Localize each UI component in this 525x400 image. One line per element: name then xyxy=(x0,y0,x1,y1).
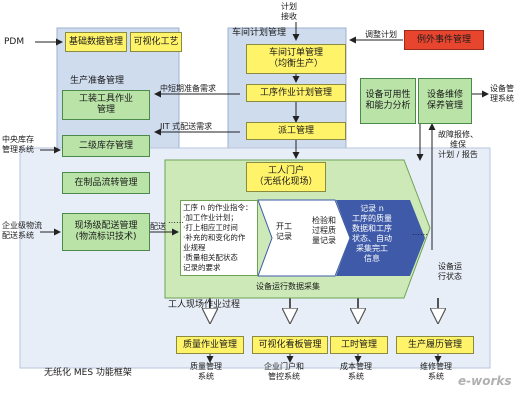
start-record-label: 开工 记录 xyxy=(276,222,292,241)
dots-right: …… xyxy=(412,228,428,237)
demand-label: 中短期准备需求 xyxy=(160,84,216,93)
schedule-plan-label: 调整计划 xyxy=(365,30,397,39)
secondary-stock-box[interactable]: 二级库存管理 xyxy=(62,135,150,157)
visual-process-box[interactable]: 可视化工艺 xyxy=(130,32,182,52)
reliability-box[interactable]: 设备可用性 和能力分析 xyxy=(360,78,416,124)
quality-sys-label: 质量管理 系统 xyxy=(190,362,222,381)
tooling-box[interactable]: 工装工具作业 管理 xyxy=(62,90,150,120)
maintenance-sys-label: 维修管理 系统 xyxy=(420,362,452,381)
jit-label: JIT 式配送需求 xyxy=(160,122,213,131)
equipment-status-label: 设备运 行状态 xyxy=(438,262,462,281)
maintenance-box[interactable]: 设备维修 保养管理 xyxy=(418,78,472,124)
process-arrow-blue xyxy=(336,200,425,276)
process-plan-box[interactable]: 工序作业计划管理 xyxy=(246,84,346,102)
visual-board-box[interactable]: 可视化看板管理 xyxy=(252,336,328,354)
dots-left: …… xyxy=(168,216,184,225)
worker-portal-box[interactable]: 工人门户 （无纸化现场） xyxy=(246,162,326,192)
diagram-title: 无纸化 MES 功能框架 xyxy=(44,368,132,378)
task-instruction-box: 工序 n 的作业指令： ·加工作业计划； ·打上相应工时间 ·补充的和变化的作 … xyxy=(180,200,258,276)
exception-mgmt-box[interactable]: 例外事件管理 xyxy=(404,30,484,50)
basic-data-box[interactable]: 基础数据管理 xyxy=(65,32,127,52)
process-record-label: 记录 n 工序的质量 数据和工序 状态、自动 采集完工 信息 xyxy=(352,204,392,263)
quality-box[interactable]: 质量作业管理 xyxy=(176,336,244,354)
delivery-label: 配送 xyxy=(150,222,166,231)
history-box[interactable]: 生产履历管理 xyxy=(396,336,474,354)
mid-library-label: 中央库存 管理系统 xyxy=(2,135,34,154)
hours-box[interactable]: 工时管理 xyxy=(330,336,388,354)
plan-receive-label: 计划 接收 xyxy=(281,2,297,21)
process-label: 工人现场作业过程 xyxy=(168,300,241,310)
equipment-data-label: 设备运行数据采集 xyxy=(256,282,320,291)
cost-sys-label: 成本管理 系统 xyxy=(340,362,372,381)
wip-box[interactable]: 在制品流转管理 xyxy=(62,172,150,194)
equip-mgmt-system-label: 设备管 理系统 xyxy=(490,84,514,103)
production-prep-title: 生产准备管理 xyxy=(70,76,125,86)
process-arrow xyxy=(257,199,351,277)
pdm-label: PDM xyxy=(4,37,25,47)
dispatch-box[interactable]: 派工管理 xyxy=(246,122,346,140)
failure-report-label: 故障报修、 维保 计划 / 报告 xyxy=(438,130,478,159)
workshop-title: 车间计划管理 xyxy=(232,28,287,38)
enterprise-sys-label: 企业门户和 管控系统 xyxy=(264,362,304,381)
onsite-delivery-box[interactable]: 现场级配送管理 (物流标识技术) xyxy=(62,213,150,251)
quality-check-label: 检验和 过程质 量记录 xyxy=(312,216,336,245)
enterprise-material-label: 企业级物流 配送系统 xyxy=(2,221,42,240)
watermark: e-works xyxy=(458,374,512,388)
workshop-order-box[interactable]: 车间订单管理 （均衡生产） xyxy=(246,44,346,74)
